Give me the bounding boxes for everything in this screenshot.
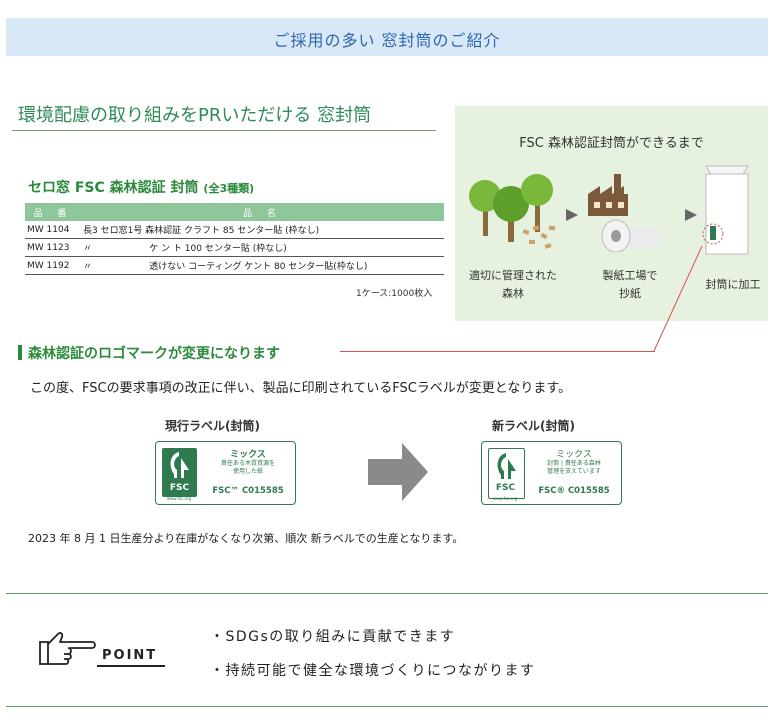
stage-mill-line2: 抄紙 bbox=[619, 287, 641, 300]
forest-icon bbox=[469, 174, 556, 249]
fsc-tree-icon bbox=[170, 452, 189, 478]
row-code: MW 1192 bbox=[25, 256, 81, 275]
product-count: (全3種類) bbox=[203, 182, 255, 195]
fsc-tree-icon bbox=[497, 453, 516, 479]
row-code: MW 1123 bbox=[25, 238, 81, 257]
envelope-icon bbox=[702, 165, 749, 255]
point-item: ・持続可能で健全な環境づくりにつながります bbox=[210, 663, 536, 679]
section-title-underline bbox=[12, 130, 436, 131]
fsc-desc-line1: 封筒 | 責任ある森林 bbox=[547, 460, 601, 467]
table-row: MW 1192 〃 透けない コーティング ケント 80 センター貼(枠なし) bbox=[25, 256, 444, 275]
stage-forest-line2: 森林 bbox=[502, 287, 524, 300]
stage-envelope-label: 封筒に加工 bbox=[705, 278, 761, 291]
row-name: 〃 ケ ン ト 100 センター貼 (枠なし) bbox=[81, 238, 444, 257]
pointing-hand-icon bbox=[39, 632, 96, 665]
row-name: 〃 透けない コーティング ケント 80 センター貼(枠なし) bbox=[81, 256, 444, 275]
header-banner: ご採用の多い 窓封筒のご紹介 bbox=[6, 18, 768, 56]
point-item: ・SDGsの取り組みに貢献できます bbox=[210, 629, 456, 645]
new-fsc-label: FSC www.fsc.org ミックス 封筒 | 責任ある森林 管理を支えてい… bbox=[481, 441, 622, 505]
product-title: セロ窓 FSC 森林認証 封筒 (全3種類) bbox=[28, 177, 254, 197]
banner-title: ご採用の多い 窓封筒のご紹介 bbox=[273, 31, 501, 50]
paper-mill-icon bbox=[588, 174, 660, 252]
fsc-logo-mark bbox=[488, 448, 525, 499]
section-title: 環境配慮の取り組みをPRいただける 窓封筒 bbox=[18, 105, 372, 126]
fsc-desc: 責任ある木質資源を 使用した紙 bbox=[204, 460, 292, 476]
process-title: FSC 森林認証封筒ができるまで bbox=[519, 136, 704, 151]
stage-forest-line1: 適切に管理された bbox=[469, 269, 557, 282]
fsc-code: FSC® C015585 bbox=[538, 486, 610, 496]
connector-line bbox=[340, 351, 655, 352]
fsc-url: www.fsc.org bbox=[166, 496, 192, 501]
transition-note: 2023 年 8 月 1 日生産分より在庫がなくなり次第、順次 新ラベルでの生産… bbox=[28, 532, 464, 545]
new-label-caption: 新ラベル(封筒) bbox=[492, 419, 575, 433]
fsc-logo-mark bbox=[162, 448, 197, 497]
product-name: セロ窓 FSC 森林認証 封筒 bbox=[28, 180, 199, 196]
change-arrow-icon bbox=[368, 443, 428, 501]
current-label-caption: 現行ラベル(封筒) bbox=[165, 419, 260, 433]
arrow-right-icon bbox=[685, 209, 697, 221]
stage-mill-line1: 製紙工場で bbox=[602, 269, 658, 282]
heading-marker bbox=[18, 345, 22, 360]
fsc-desc-line2: 使用した紙 bbox=[232, 468, 263, 475]
row-code: MW 1104 bbox=[25, 221, 81, 239]
logo-change-heading: 森林認証のロゴマークが変更になります bbox=[28, 346, 280, 362]
product-table: 品 番 品 名 MW 1104 長3 セロ窓1号 森林認証 クラフト 85 セン… bbox=[25, 203, 444, 275]
divider-bottom bbox=[6, 706, 768, 707]
fsc-word: FSC bbox=[495, 483, 516, 493]
point-label: POINT bbox=[102, 648, 158, 663]
fsc-desc-line1: 責任ある木質資源を bbox=[220, 460, 275, 467]
fsc-word: FSC bbox=[169, 483, 190, 493]
logo-change-intro: この度、FSCの要求事項の改正に伴い、製品に印刷されているFSCラベルが変更とな… bbox=[30, 381, 572, 396]
fsc-mix: ミックス bbox=[230, 450, 266, 460]
arrow-right-icon bbox=[566, 209, 578, 221]
divider-top bbox=[6, 593, 768, 594]
row-name: 長3 セロ窓1号 森林認証 クラフト 85 センター貼 (枠なし) bbox=[81, 221, 444, 239]
table-header-row: 品 番 品 名 bbox=[25, 203, 444, 221]
stage-forest-label: 適切に管理された 森林 bbox=[458, 267, 568, 303]
header-code: 品 番 bbox=[25, 203, 81, 221]
header-name: 品 名 bbox=[81, 203, 444, 221]
connector-diagonal bbox=[653, 245, 703, 352]
table-row: MW 1104 長3 セロ窓1号 森林認証 クラフト 85 センター貼 (枠なし… bbox=[25, 221, 444, 239]
fsc-desc-line2: 管理を支えています bbox=[547, 468, 601, 475]
table-row: MW 1123 〃 ケ ン ト 100 センター貼 (枠なし) bbox=[25, 238, 444, 257]
fsc-url: www.fsc.org bbox=[492, 496, 518, 501]
fsc-code: FSC™ C015585 bbox=[212, 486, 284, 496]
stage-mill-label: 製紙工場で 抄紙 bbox=[590, 267, 670, 303]
fsc-mix: ミックス bbox=[556, 450, 592, 460]
fsc-desc: 封筒 | 責任ある森林 管理を支えています bbox=[530, 460, 618, 476]
point-underline bbox=[97, 665, 165, 667]
case-quantity-note: 1ケース:1000枚入 bbox=[356, 289, 433, 299]
current-fsc-label: FSC www.fsc.org ミックス 責任ある木質資源を 使用した紙 FSC… bbox=[155, 441, 296, 505]
